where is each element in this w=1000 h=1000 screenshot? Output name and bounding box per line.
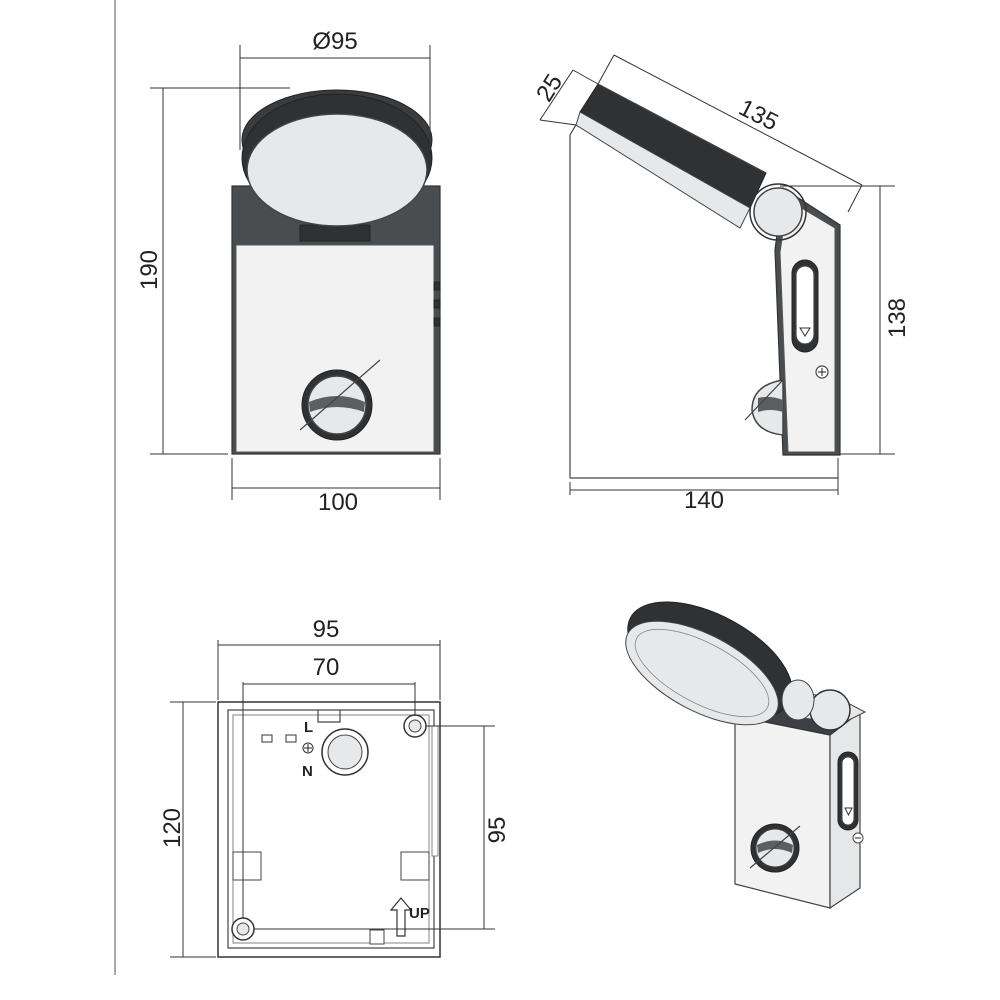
isometric-view xyxy=(625,601,867,910)
side-wall-outline xyxy=(569,117,581,478)
back-bottom-notch xyxy=(369,929,385,945)
front-side-slot xyxy=(433,281,441,291)
back-hole-spacing-vertical-label: 95 xyxy=(484,817,511,844)
side-switch xyxy=(795,265,815,345)
front-head-connector xyxy=(299,224,371,242)
front-motion-sensor-band xyxy=(309,396,365,412)
back-neutral-label: N xyxy=(302,763,313,780)
iso-head-lens xyxy=(625,620,779,726)
back-top-notch xyxy=(317,710,341,723)
side-switch-arrow-icon xyxy=(799,327,811,337)
side-arm-length-label: 135 xyxy=(734,94,782,136)
front-head-diameter-label: Ø95 xyxy=(312,28,357,55)
front-sensor-guide-line xyxy=(299,359,381,431)
back-live-label: L xyxy=(304,719,313,736)
front-side-slot xyxy=(433,317,441,327)
front-height-label: 190 xyxy=(136,250,163,290)
back-up-arrow-icon xyxy=(389,897,413,937)
side-joint xyxy=(753,187,803,237)
back-clip xyxy=(400,851,430,881)
side-height-label: 138 xyxy=(884,298,911,338)
side-head-thickness-label: 25 xyxy=(531,70,568,107)
back-height-label: 120 xyxy=(159,808,186,848)
back-width-label: 95 xyxy=(313,616,340,643)
back-up-label: UP xyxy=(409,905,430,922)
front-view: Ø95 190 100 xyxy=(136,28,441,516)
side-sensor-guide-line xyxy=(744,379,784,421)
side-joint-outer xyxy=(749,183,807,241)
front-head-lens xyxy=(246,113,428,227)
back-terminal-slot xyxy=(261,734,273,743)
side-depth-label: 140 xyxy=(684,487,724,514)
back-terminal-slot xyxy=(285,734,297,743)
front-width-label: 100 xyxy=(318,489,358,516)
front-side-slot xyxy=(433,299,441,309)
back-hole-spacing-horizontal-label: 70 xyxy=(313,654,340,681)
iso-switch-arrow-icon xyxy=(844,807,853,817)
side-head xyxy=(579,83,767,209)
iso-body xyxy=(734,715,831,909)
iso-joint xyxy=(809,689,851,731)
back-view: L N UP 95 70 120 xyxy=(159,616,511,958)
side-view: 25 135 138 140 xyxy=(531,54,911,514)
back-clip xyxy=(232,851,262,881)
